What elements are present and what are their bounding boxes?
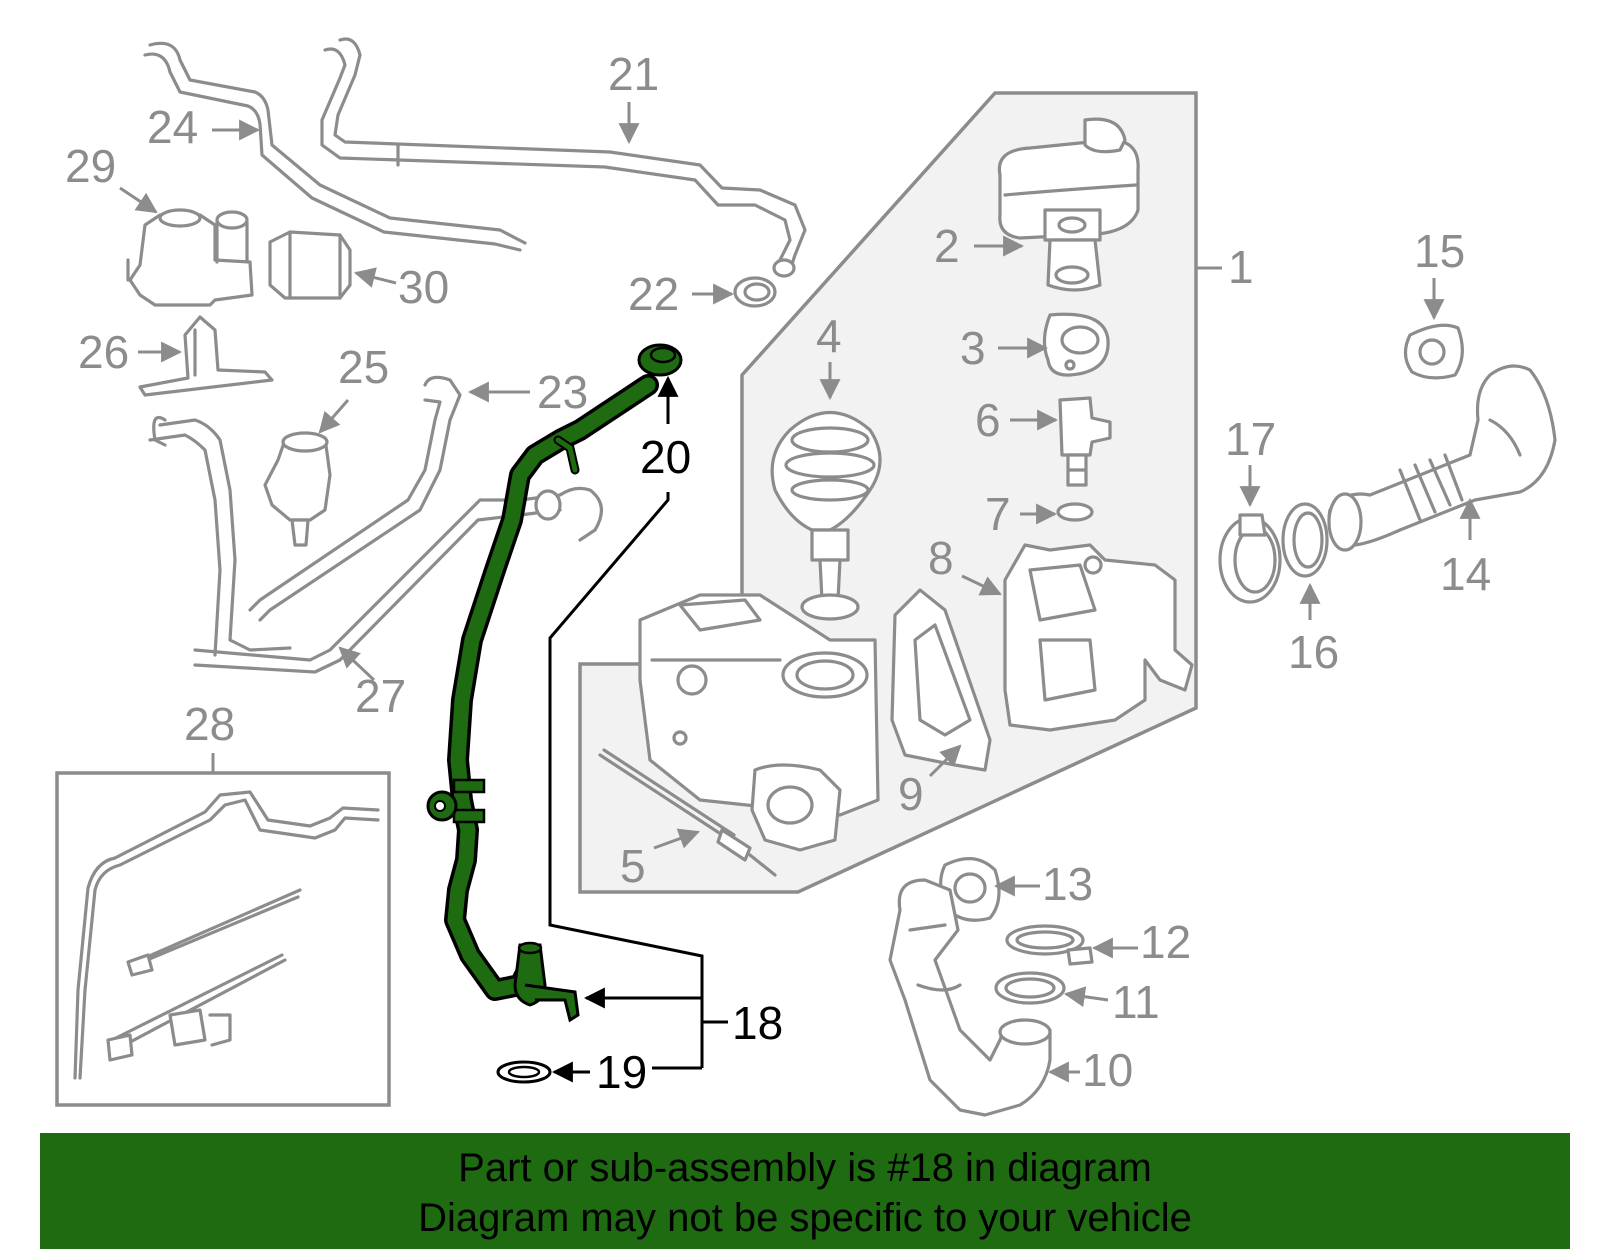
part-27-line (193, 486, 603, 674)
leader-29 (119, 186, 158, 214)
part-16-ring (1281, 502, 1329, 578)
callout-29: 29 (65, 140, 116, 192)
part-7-oring (1056, 502, 1094, 522)
part-30-connector (268, 230, 352, 300)
part-28-harness (73, 790, 380, 1080)
callout-5: 5 (620, 840, 646, 892)
callout-8: 8 (928, 532, 954, 584)
callout-19: 19 (596, 1046, 647, 1098)
callout-20: 20 (640, 431, 691, 483)
part-9-gasket (890, 588, 992, 772)
leader-27 (338, 646, 376, 682)
part-18-coolant-pipe (426, 343, 683, 1023)
callout-27: 27 (355, 670, 406, 722)
part-2-egr-actuator (997, 117, 1140, 292)
info-banner: Part or sub-assembly is #18 in diagram D… (40, 1133, 1570, 1249)
banner-line-1: Part or sub-assembly is #18 in diagram (458, 1146, 1152, 1190)
callout-11: 11 (1112, 976, 1160, 1028)
callout-16: 16 (1288, 626, 1339, 678)
banner-line-2: Diagram may not be specific to your vehi… (418, 1196, 1192, 1240)
leader-8 (961, 574, 1002, 596)
part-17-clamp (1218, 513, 1282, 604)
callout-18: 18 (732, 997, 783, 1049)
leaders-highlight (548, 375, 728, 1083)
callout-22: 22 (628, 268, 679, 320)
part-10-elbow-pipe (888, 878, 1052, 1117)
part-3-gasket (1042, 312, 1110, 377)
part-21-hose (320, 37, 807, 278)
part-8-egr-housing (1003, 543, 1194, 732)
callout-3: 3 (960, 322, 986, 374)
callout-25: 25 (338, 341, 389, 393)
callout-30: 30 (398, 261, 449, 313)
leader-5 (653, 828, 700, 850)
callout-14: 14 (1440, 548, 1491, 600)
part-15-gasket (1403, 323, 1464, 380)
callout-7: 7 (985, 488, 1011, 540)
part-5-temp-sensor (598, 748, 777, 877)
part-29-solenoid-valve (126, 208, 254, 307)
part-24-line (143, 41, 527, 252)
callout-15: 15 (1414, 225, 1465, 277)
part-23-hose (148, 375, 462, 657)
part-egr-cooler (638, 593, 880, 852)
callout-4: 4 (816, 310, 842, 362)
part-26-bracket (138, 315, 274, 397)
part-6-sensor (1058, 396, 1112, 487)
part-13-gasket (939, 857, 1001, 922)
callout-9: 9 (898, 768, 924, 820)
part-22-clamp (733, 276, 777, 308)
callout-12: 12 (1140, 916, 1191, 968)
part-12-clamp (1005, 924, 1094, 966)
leader-9 (928, 744, 962, 778)
callout-10: 10 (1082, 1044, 1133, 1096)
part-11-ring-gasket (994, 971, 1066, 1005)
part-19-seal (496, 1060, 552, 1084)
callout-17: 17 (1225, 413, 1276, 465)
leader-11 (1063, 986, 1109, 1008)
callout-13: 13 (1042, 858, 1093, 910)
callout-21: 21 (608, 48, 659, 100)
callout-6: 6 (975, 394, 1001, 446)
part-25-valve (263, 431, 332, 547)
callout-28: 28 (184, 698, 235, 750)
callout-1: 1 (1228, 241, 1254, 293)
part-14-intake-pipe (1327, 364, 1557, 552)
part-4-vacuum-actuator (770, 410, 882, 621)
callout-23: 23 (537, 366, 588, 418)
callout-2: 2 (934, 220, 960, 272)
callout-26: 26 (78, 326, 129, 378)
leader-30 (353, 267, 397, 288)
leader-25 (318, 399, 350, 434)
callout-24: 24 (147, 101, 198, 153)
